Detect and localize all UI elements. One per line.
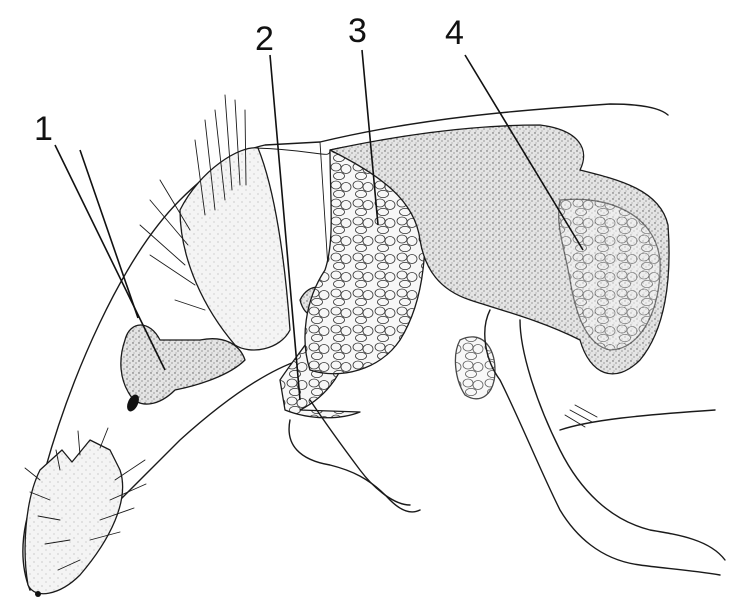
structure-1-tissue bbox=[121, 325, 245, 413]
callout-labels: 1 2 3 4 bbox=[34, 12, 464, 148]
bristled-lobe bbox=[140, 95, 290, 350]
callout-label-4: 4 bbox=[445, 14, 464, 52]
leader-line-1b bbox=[80, 150, 138, 318]
callout-label-2: 2 bbox=[255, 20, 274, 58]
callout-label-1: 1 bbox=[34, 110, 53, 148]
callout-label-3: 3 bbox=[348, 12, 367, 50]
bristle-tuft bbox=[25, 428, 146, 597]
leader-line-1 bbox=[55, 145, 165, 370]
tip-dot bbox=[35, 591, 41, 597]
